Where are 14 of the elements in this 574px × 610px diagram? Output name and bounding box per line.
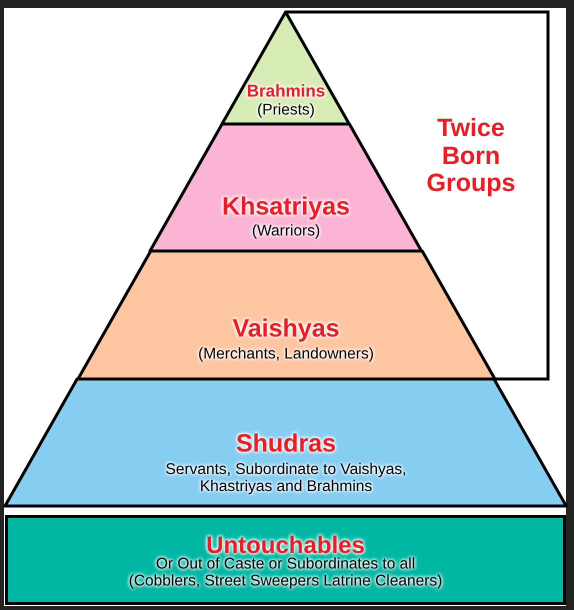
tier-description: (Warriors) (252, 222, 320, 240)
tier-description: Servants, Subordinate to Vaishyas, Khastriyas and Brahmins (164, 461, 408, 495)
tier-title: Brahmins (246, 82, 326, 102)
tier-description: Or Out of Caste or Subordinates to all (156, 556, 416, 572)
tier-title: Khsatriyas (222, 193, 350, 221)
base-band (5, 515, 566, 605)
pyramid-tier (148, 122, 424, 253)
tier-title: Shudras (236, 430, 336, 458)
tier-description: (Priests) (257, 102, 315, 118)
tier-title: Vaishyas (232, 315, 340, 343)
tier-description: (Cobblers, Street Sweepers Latrine Cleaners) (128, 572, 442, 590)
pyramid-tier (3, 377, 569, 508)
group-label: Twice Born Groups (426, 114, 516, 198)
tier-description: (Merchants, Landowners) (198, 346, 374, 362)
